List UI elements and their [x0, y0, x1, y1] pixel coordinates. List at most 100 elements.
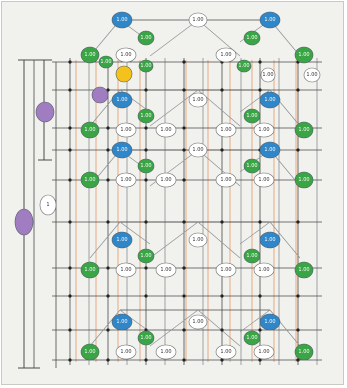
junction-dot	[182, 358, 186, 362]
blue-node	[259, 11, 281, 29]
blue-node	[111, 313, 133, 331]
junction-dot	[68, 126, 72, 130]
junction-dot	[258, 88, 262, 92]
junction-dot	[68, 220, 72, 224]
white-node	[188, 314, 208, 330]
white-node-label: 1.00	[220, 349, 231, 355]
white-node-label: 1.00	[220, 52, 231, 58]
tier-branch-line	[149, 309, 199, 347]
junction-dot	[182, 220, 186, 224]
blue-node	[111, 141, 133, 159]
white-node	[115, 262, 137, 278]
green-node	[294, 343, 314, 361]
junction-dot	[144, 148, 148, 152]
white-node	[215, 344, 237, 360]
junction-dot	[106, 358, 110, 362]
junction-dot	[296, 328, 300, 332]
white-node-label: 1.00	[120, 127, 131, 133]
junction-dot	[68, 148, 72, 152]
blue-node-label: 1.00	[116, 17, 127, 23]
junction-dot	[258, 358, 262, 362]
blue-node-label: 1.00	[264, 237, 275, 243]
white-node	[188, 142, 208, 158]
junction-dot	[220, 88, 224, 92]
white-node	[303, 67, 321, 83]
green-node-label: 1.00	[246, 113, 257, 119]
green-node	[137, 330, 155, 346]
white-node-label: 1.00	[262, 72, 273, 78]
junction-dot	[144, 88, 148, 92]
junction-dot	[258, 294, 262, 298]
green-node	[137, 158, 155, 174]
green-node	[294, 121, 314, 139]
green-node	[138, 59, 154, 73]
green-node	[80, 261, 100, 279]
junction-dot	[220, 358, 224, 362]
junction-dot	[220, 148, 224, 152]
white-node	[115, 47, 137, 63]
junction-dot	[106, 126, 110, 130]
blue-node-label: 1.00	[264, 319, 275, 325]
green-node-label: 1.00	[84, 177, 95, 183]
green-node-label: 1.00	[246, 35, 257, 41]
white-node-label: 1.00	[306, 72, 317, 78]
junction-dot	[68, 328, 72, 332]
tier-branch-line	[197, 221, 241, 259]
tier-branch-line	[119, 221, 151, 245]
junction-dot	[182, 88, 186, 92]
center-label-node	[39, 194, 57, 216]
junction-dot	[144, 358, 148, 362]
green-node	[243, 30, 261, 46]
white-node	[155, 262, 177, 278]
white-node	[115, 172, 137, 188]
junction-dot	[68, 294, 72, 298]
white-node	[188, 92, 208, 108]
white-node-label: 1.00	[258, 177, 269, 183]
junction-dot	[182, 126, 186, 130]
tier-branch-line	[149, 221, 199, 259]
blue-node-label: 1.00	[264, 97, 275, 103]
junction-dot	[106, 220, 110, 224]
white-node	[155, 122, 177, 138]
junction-dot	[182, 148, 186, 152]
blue-node-label: 1.00	[264, 147, 275, 153]
white-node-label: 1.00	[192, 97, 203, 103]
center-label-node-label: 1	[46, 202, 49, 208]
junction-dot	[220, 220, 224, 224]
blue-node	[111, 91, 133, 109]
green-node	[294, 261, 314, 279]
junction-dot	[144, 126, 148, 130]
junction-dot	[106, 148, 110, 152]
white-node	[115, 122, 137, 138]
junction-dot	[258, 220, 262, 224]
green-node-label: 1.00	[140, 113, 151, 119]
green-node-label: 1.00	[84, 349, 95, 355]
white-node-label: 1.00	[220, 127, 231, 133]
white-node-label: 1.00	[220, 177, 231, 183]
junction-dot	[68, 178, 72, 182]
green-node-label: 1.00	[298, 349, 309, 355]
diagram-frame	[1, 1, 344, 385]
white-node-label: 1.00	[192, 147, 203, 153]
green-node	[80, 343, 100, 361]
blue-node	[259, 231, 281, 249]
green-node	[80, 46, 100, 64]
blue-node	[259, 313, 281, 331]
green-node-label: 1.00	[246, 163, 257, 169]
junction-dot	[220, 328, 224, 332]
junction-dot	[296, 294, 300, 298]
blue-node-label: 1.00	[116, 97, 127, 103]
side-node-purple	[91, 86, 109, 104]
junction-dot	[296, 220, 300, 224]
white-node-label: 1.00	[120, 349, 131, 355]
green-node	[137, 248, 155, 264]
side-node-purple	[35, 101, 55, 123]
white-node-label: 1.00	[160, 127, 171, 133]
green-node-label: 1.00	[246, 253, 257, 259]
green-node	[137, 30, 155, 46]
highlight-node-yellow	[115, 65, 133, 83]
white-node	[253, 172, 275, 188]
green-node-label: 1.00	[140, 35, 151, 41]
